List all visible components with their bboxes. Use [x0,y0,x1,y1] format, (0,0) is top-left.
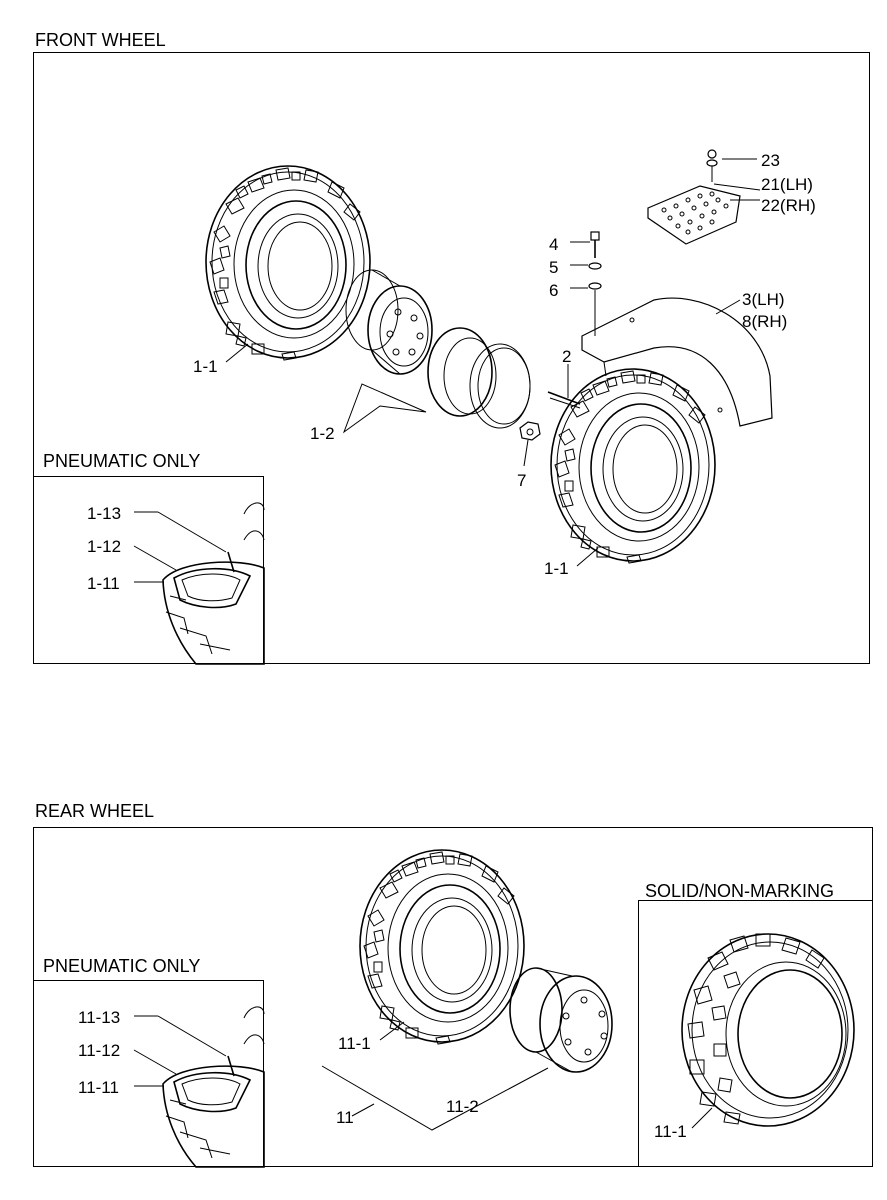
screw-part-23 [706,149,718,182]
front-left-tire [205,165,371,361]
label-plate-rh: 22(RH) [761,196,816,215]
rear-rim [509,967,613,1073]
label-stud: 2 [562,347,571,366]
label-rear-assembly: 11 [336,1108,354,1127]
front-leader-lines [225,158,761,567]
rear-inset-leaders [133,1015,227,1087]
rear-tire [359,849,525,1045]
front-inset-leaders [133,511,227,583]
stud-part-2 [547,391,581,409]
label-rear-tube: 11-11 [78,1078,119,1097]
label-nut: 7 [517,471,526,490]
label-screw: 23 [761,151,780,170]
solid-tire [681,933,855,1127]
label-rear-valve: 11-13 [78,1008,120,1027]
label-bolt: 4 [549,235,558,254]
nut-part-7 [519,421,541,441]
solid-non-marking-inset [638,900,873,1167]
front-rim [345,269,531,429]
label-solid-tire: 11-1 [654,1122,687,1141]
washer-part-5 [588,262,602,270]
label-front-rim: 1-2 [310,424,335,443]
label-front-tube: 1-11 [87,574,120,593]
solid-non-marking-title: SOLID/NON-MARKING [645,881,835,901]
label-washer: 5 [549,258,558,277]
label-front-flap: 1-12 [87,537,121,556]
front-right-tire [550,368,716,564]
label-front-valve: 1-13 [87,504,121,523]
label-rear-flap: 11-12 [78,1041,120,1060]
rear-tube-section [162,1006,265,1168]
step-plate-part-21-22 [647,185,741,245]
label-fender-rh: 8(RH) [742,312,787,331]
label-lockwasher: 6 [549,281,558,300]
bolt-part-4 [590,231,600,258]
rear-pneumatic-title: PNEUMATIC ONLY [43,956,201,976]
front-tube-section [162,502,265,665]
label-front-tire-left: 1-1 [193,357,218,376]
rear-wheel-title: REAR WHEEL [35,801,155,821]
front-pneumatic-title: PNEUMATIC ONLY [43,451,201,471]
fender-part-3-8 [581,297,773,427]
lockwasher-part-6 [588,282,602,290]
label-front-tire-right: 1-1 [544,559,569,578]
front-wheel-frame [33,52,870,664]
label-rear-tire: 11-1 [338,1034,371,1053]
label-rear-rim: 11-2 [446,1097,479,1116]
front-wheel-title: FRONT WHEEL [35,30,166,50]
label-fender-lh: 3(LH) [742,290,785,309]
label-plate-lh: 21(LH) [761,175,813,194]
rear-leader-lines [321,1021,713,1131]
